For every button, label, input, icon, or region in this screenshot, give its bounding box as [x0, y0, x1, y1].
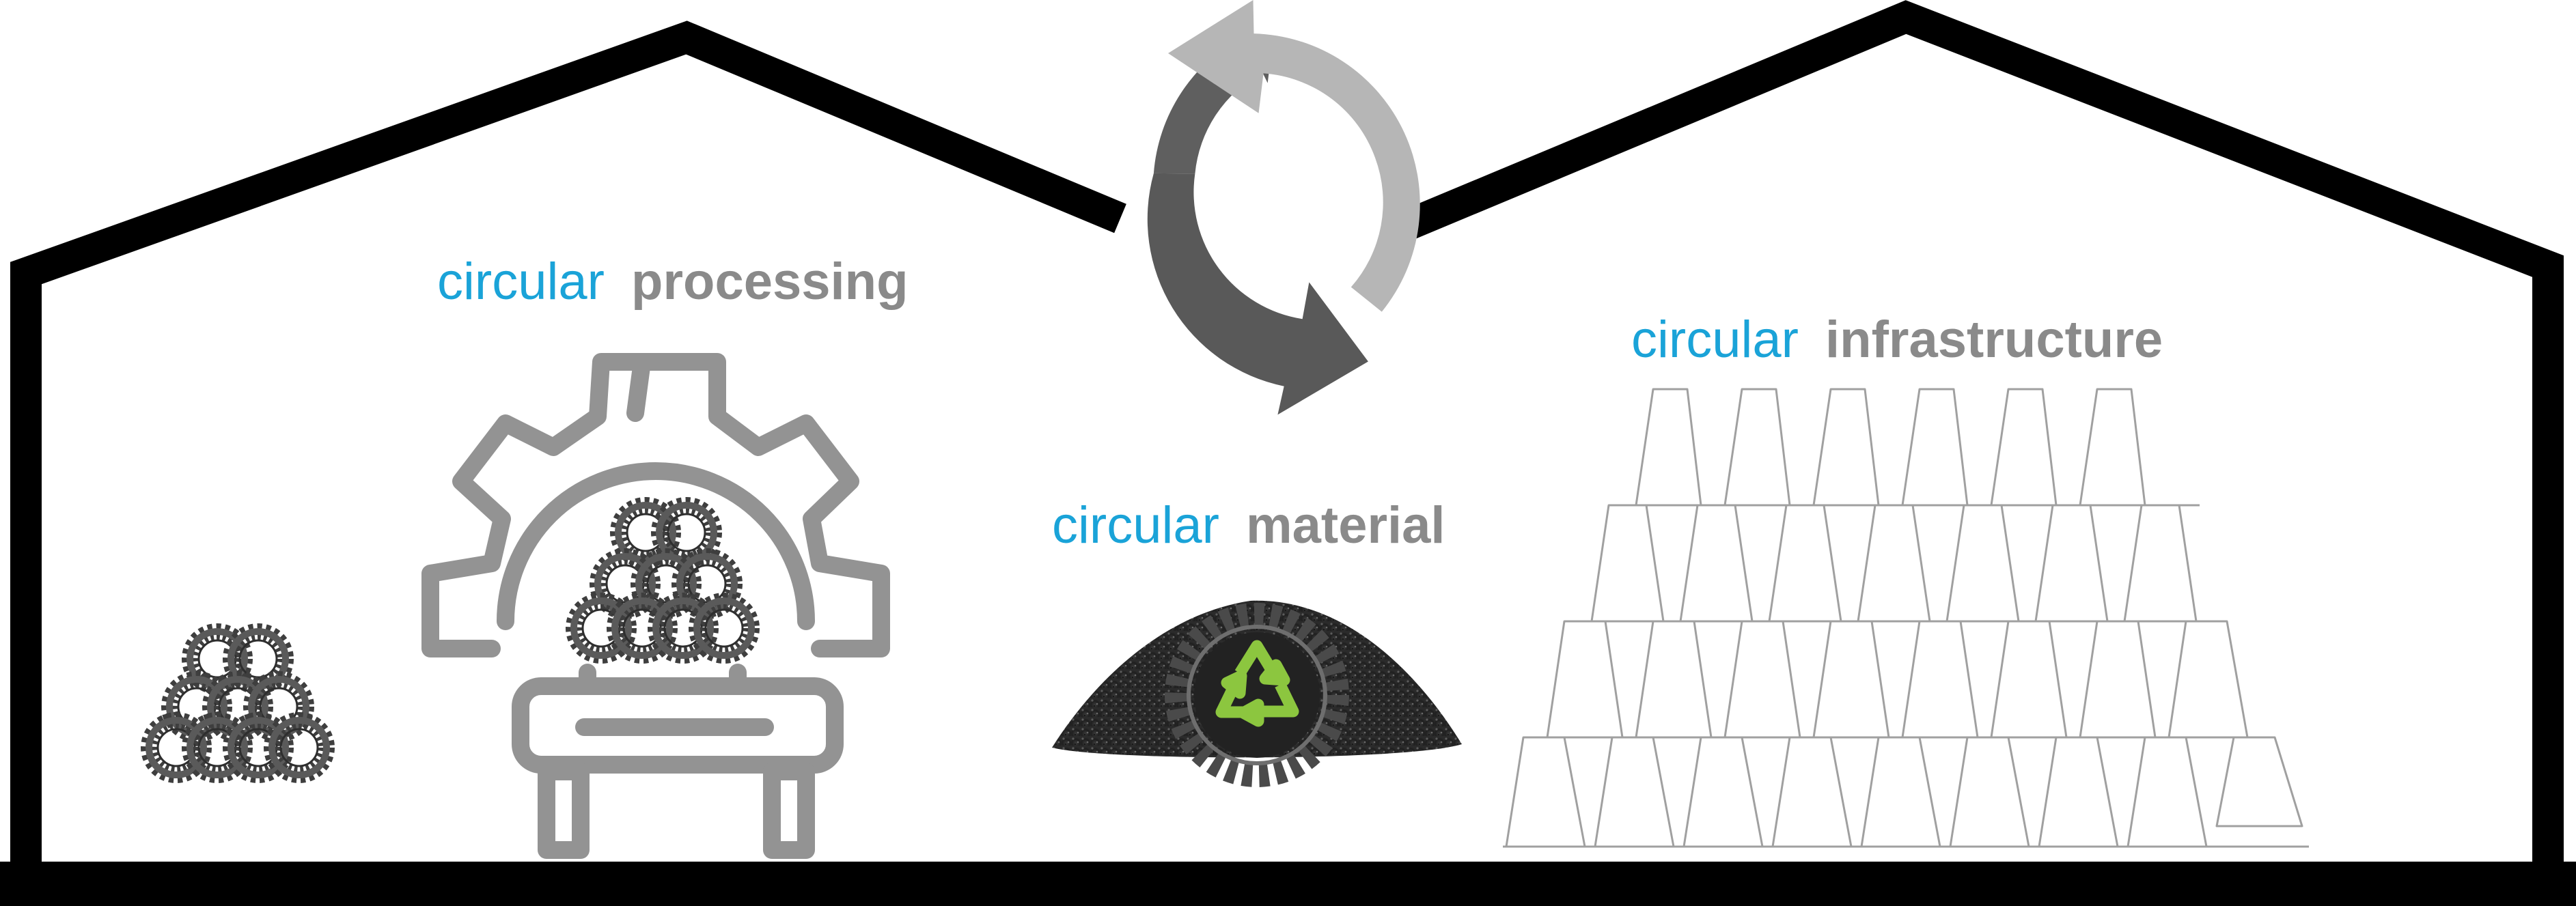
- recycle-symbol-icon: [1215, 640, 1299, 727]
- tire-stack-icon: [149, 632, 327, 775]
- floor-bar: [0, 862, 2576, 906]
- label-main: infrastructure: [1825, 311, 2163, 369]
- gear-machine-icon: [421, 353, 890, 859]
- label-circular-material: circular material: [1052, 496, 1445, 554]
- label-accent: circular: [437, 253, 605, 311]
- machine-tire-stack-icon: [574, 505, 751, 655]
- label-main: processing: [631, 253, 908, 311]
- label-accent: circular: [1052, 496, 1219, 554]
- label-main: material: [1246, 496, 1445, 554]
- label-accent: circular: [1631, 311, 1799, 369]
- crumb-rubber-pile-icon: [1052, 600, 1462, 787]
- label-circular-processing: circular processing: [437, 253, 909, 311]
- recycle-cycle-arrows-icon: [1147, 0, 1420, 415]
- label-circular-infrastructure: circular infrastructure: [1631, 311, 2163, 369]
- block-wall-icon: [1503, 388, 2309, 848]
